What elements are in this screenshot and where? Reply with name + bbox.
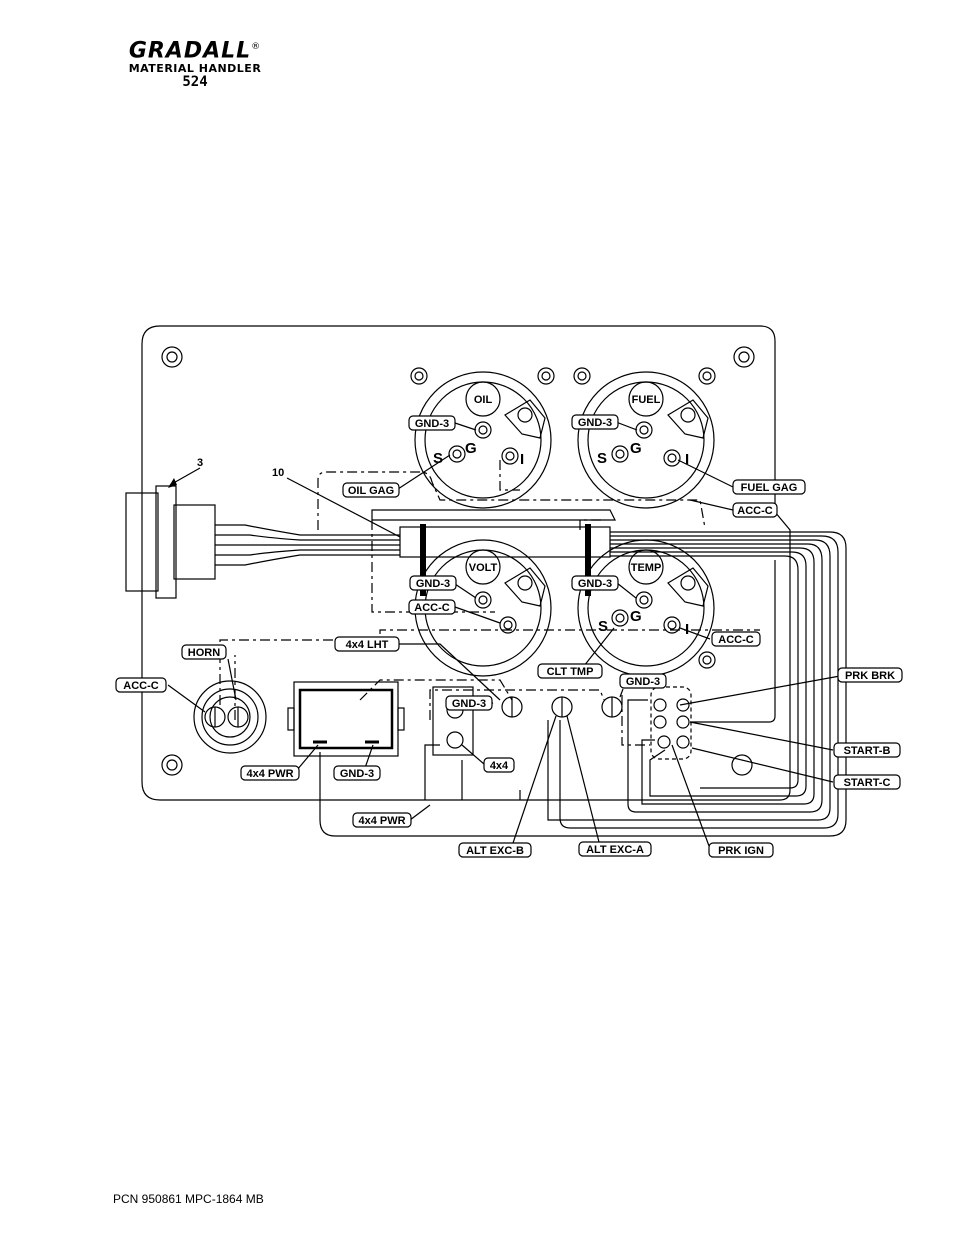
svg-text:GND-3: GND-3 [452, 698, 486, 710]
label-acc-c-temp: ACC-C [711, 631, 761, 647]
mount-holes [161, 346, 755, 776]
temp-gauge-label: TEMP [631, 562, 662, 574]
svg-text:HORN: HORN [188, 647, 220, 659]
model-number: 524 [182, 74, 208, 91]
temp-terminal-g: G [630, 608, 642, 625]
label-horn: HORN [181, 644, 227, 660]
switch-4x4 [287, 681, 405, 757]
svg-text:CLT TMP: CLT TMP [547, 666, 594, 678]
connector [125, 485, 216, 599]
label-alt-exc-a: ALT EXC-A [578, 841, 652, 857]
svg-text:ACC-C: ACC-C [414, 602, 449, 614]
label-4x4-pwr-lower: 4x4 PWR [352, 812, 412, 828]
svg-text:4x4: 4x4 [490, 760, 509, 772]
label-gnd3-oil: GND-3 [408, 415, 456, 431]
label-gnd3-switch: GND-3 [445, 695, 493, 711]
temp-terminal-s: S [598, 618, 608, 635]
label-acc-c-horn: ACC-C [115, 677, 167, 693]
fuel-terminal-i: I [685, 451, 689, 468]
oil-terminal-g: G [465, 440, 477, 457]
fuel-terminal-s: S [597, 450, 607, 467]
svg-text:4x4 LHT: 4x4 LHT [346, 639, 389, 651]
svg-text:4x4 PWR: 4x4 PWR [358, 815, 405, 827]
registered-mark: ® [251, 42, 262, 52]
harness-callout: 10 [272, 467, 284, 479]
harness-wires [215, 524, 400, 566]
label-4x4: 4x4 [483, 757, 515, 773]
brand-header: GRADALL® MATERIAL HANDLER 524 [110, 36, 280, 91]
label-4x4-pwr: 4x4 PWR [240, 765, 300, 781]
connector-callout: 3 [197, 457, 203, 469]
svg-text:4x4 PWR: 4x4 PWR [246, 768, 293, 780]
connector-arrowhead [168, 478, 177, 488]
label-acc-c-volt: ACC-C [408, 599, 456, 615]
svg-text:PRK IGN: PRK IGN [718, 845, 764, 857]
label-gnd3-right: GND-3 [619, 673, 667, 689]
horn [193, 680, 267, 754]
gauge-studs [410, 367, 716, 669]
label-start-b: START-B [833, 742, 901, 758]
footer-pcn: PCN 950861 MPC-1864 MB [113, 1192, 264, 1206]
label-4x4-lht: 4x4 LHT [334, 636, 400, 652]
label-gnd3-volt: GND-3 [409, 575, 457, 591]
svg-text:ALT EXC-B: ALT EXC-B [466, 845, 524, 857]
harness-sleeve [371, 509, 616, 596]
fuel-gauge-label: FUEL [632, 394, 661, 406]
svg-text:FUEL GAG: FUEL GAG [741, 482, 798, 494]
svg-text:ACC-C: ACC-C [123, 680, 158, 692]
svg-text:START-C: START-C [844, 777, 891, 789]
leader-lines [167, 421, 841, 847]
label-start-c: START-C [833, 774, 901, 790]
svg-text:GND-3: GND-3 [340, 768, 374, 780]
svg-text:GND-3: GND-3 [578, 578, 612, 590]
volt-gauge-label: VOLT [469, 562, 498, 574]
oil-terminal-i: I [520, 451, 524, 468]
ignition-switch [650, 686, 692, 760]
brand-subtitle: MATERIAL HANDLER [128, 62, 262, 76]
temp-gauge: TEMP S G I [577, 539, 715, 677]
label-gnd3-bottom: GND-3 [333, 765, 381, 781]
fuel-terminal-g: G [630, 440, 642, 457]
svg-text:GND-3: GND-3 [626, 676, 660, 688]
svg-text:GND-3: GND-3 [416, 578, 450, 590]
label-gnd3-temp: GND-3 [571, 575, 619, 591]
label-oil-gag: OIL GAG [342, 482, 400, 498]
label-acc-c-fuel: ACC-C [732, 502, 778, 518]
brand-logo: GRADALL® [128, 38, 262, 64]
wire-labels: GND-3 GND-3 OIL GAG FUEL GAG ACC-C GND-3… [115, 414, 903, 858]
temp-terminal-i: I [685, 621, 689, 638]
label-clt-tmp: CLT TMP [537, 663, 603, 679]
svg-text:GND-3: GND-3 [578, 417, 612, 429]
svg-text:START-B: START-B [844, 745, 891, 757]
solid-wires [319, 531, 847, 837]
oil-terminal-s: S [433, 450, 443, 467]
svg-text:OIL GAG: OIL GAG [348, 485, 394, 497]
indicator-lamps [501, 696, 623, 718]
instrument-panel [141, 325, 791, 801]
svg-text:ACC-C: ACC-C [718, 634, 753, 646]
oil-gauge: OIL S G I [414, 371, 552, 509]
label-prk-ign: PRK IGN [708, 842, 774, 858]
oil-gauge-label: OIL [474, 394, 493, 406]
fuel-gauge: FUEL S G I [577, 371, 715, 509]
label-alt-exc-b: ALT EXC-B [458, 842, 532, 858]
svg-text:ACC-C: ACC-C [737, 505, 772, 517]
svg-text:ALT EXC-A: ALT EXC-A [586, 844, 644, 856]
svg-text:PRK BRK: PRK BRK [845, 670, 895, 682]
svg-text:GND-3: GND-3 [415, 418, 449, 430]
label-fuel-gag: FUEL GAG [732, 479, 806, 495]
label-prk-brk: PRK BRK [837, 667, 903, 683]
label-gnd3-fuel: GND-3 [571, 414, 619, 430]
